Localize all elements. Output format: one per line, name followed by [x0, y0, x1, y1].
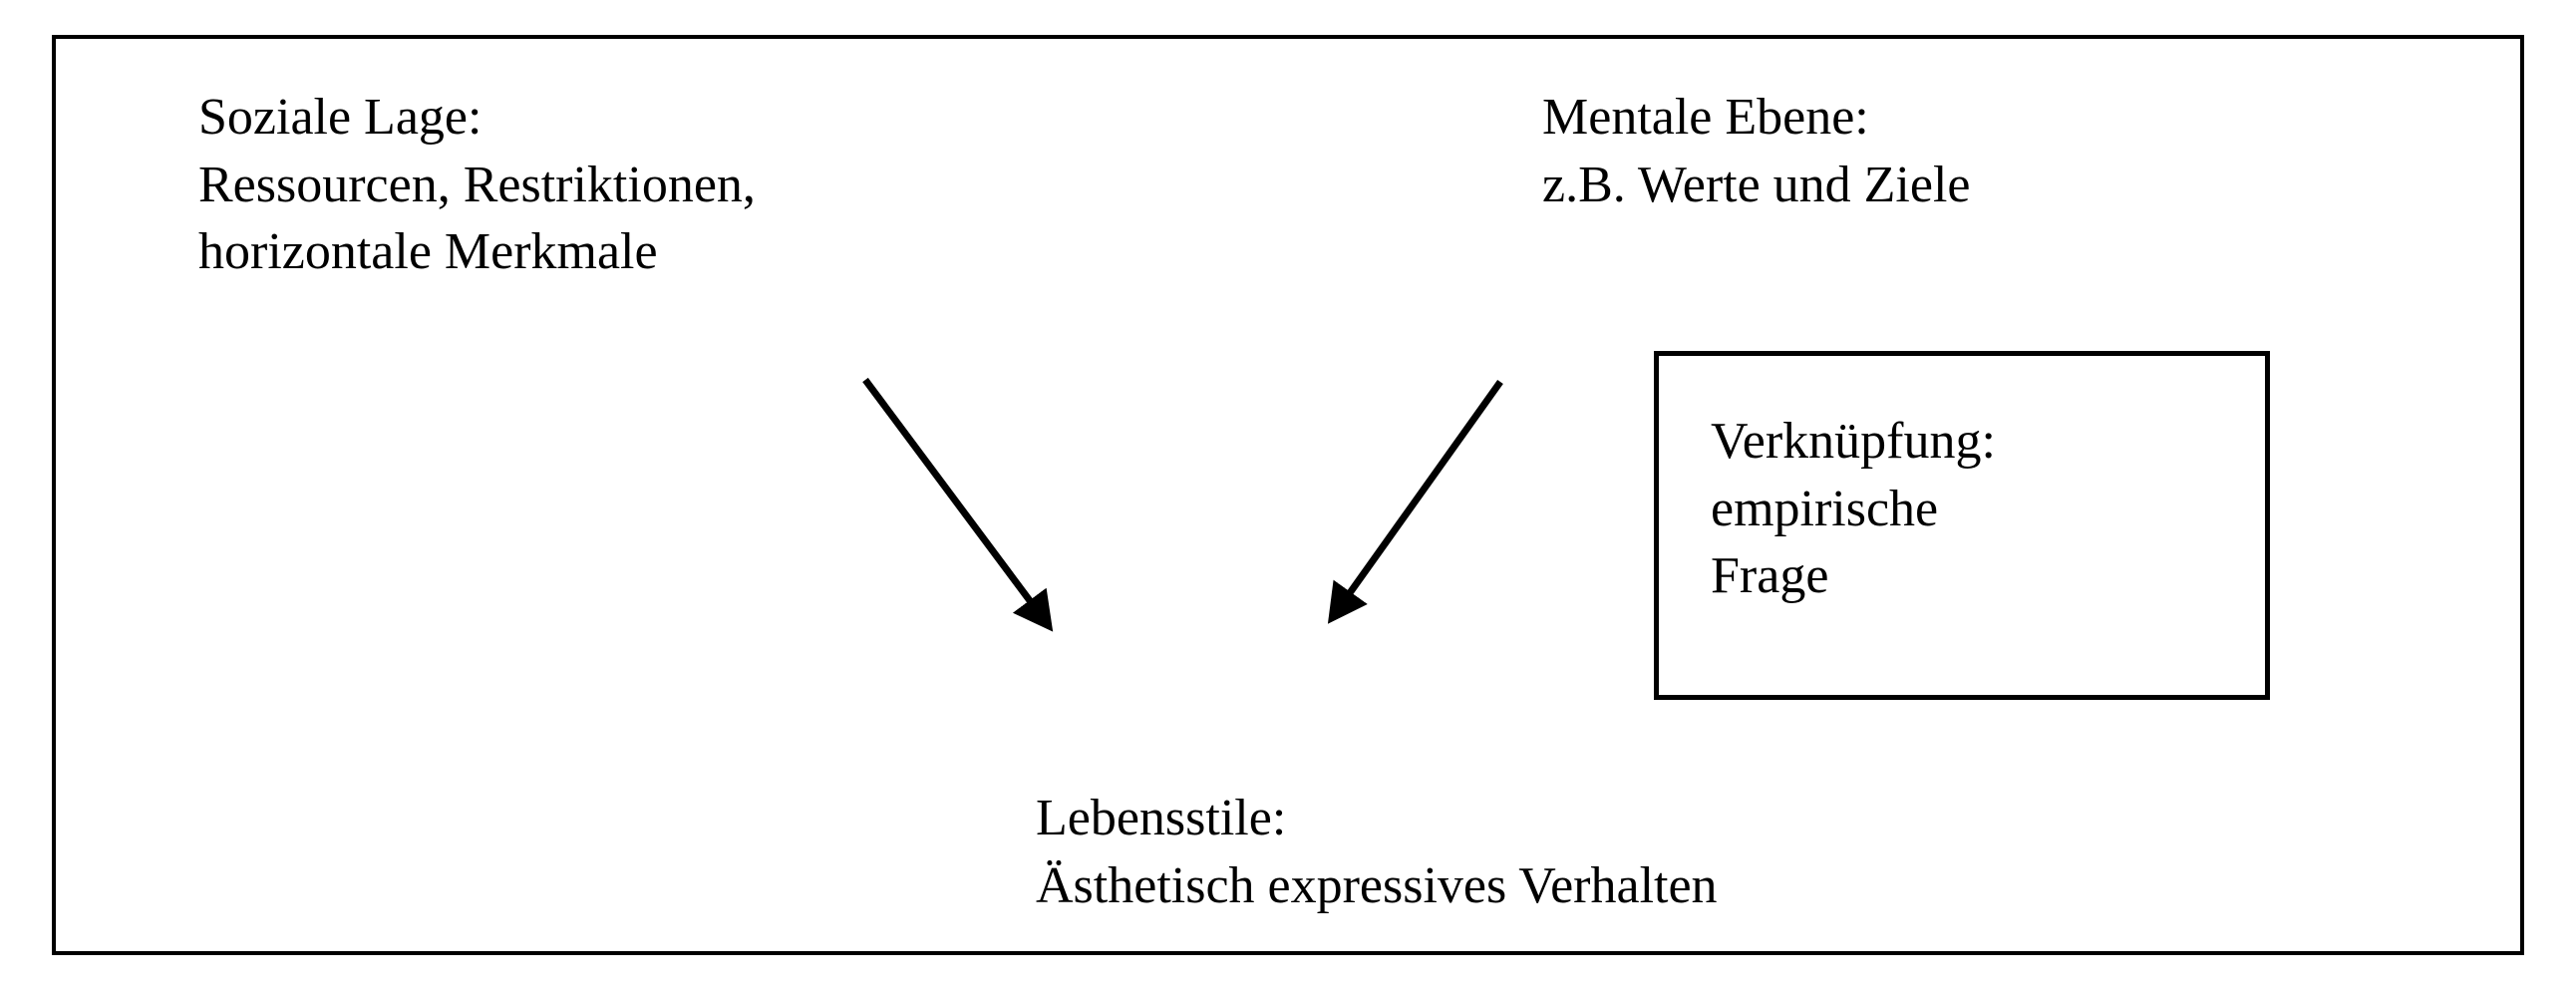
boxed-note-verknuepfung: Verknüpfung: empirische Frage [1654, 351, 2270, 700]
text-block-mentale-ebene: Mentale Ebene: z.B. Werte und Ziele [1542, 84, 1970, 218]
text-block-lebensstile: Lebensstile: Ästhetisch expressives Verh… [1036, 785, 1718, 919]
lebensstile-detail-1: Ästhetisch expressives Verhalten [1036, 856, 1718, 914]
soziale-lage-heading: Soziale Lage: [198, 89, 483, 146]
text-block-soziale-lage: Soziale Lage: Ressourcen, Restriktionen,… [198, 84, 756, 286]
soziale-lage-detail-1: Ressourcen, Restriktionen, [198, 156, 756, 213]
mentale-ebene-detail-1: z.B. Werte und Ziele [1542, 156, 1971, 213]
verknuepfung-detail-2: Frage [1711, 547, 1829, 605]
lebensstile-heading: Lebensstile: [1036, 790, 1287, 846]
mentale-ebene-heading: Mentale Ebene: [1542, 89, 1869, 146]
verknuepfung-detail-1: empirische [1711, 480, 1939, 537]
verknuepfung-text: Verknüpfung: empirische Frage [1711, 408, 1996, 610]
figure-outer-frame: Soziale Lage: Ressourcen, Restriktionen,… [52, 35, 2524, 955]
soziale-lage-detail-2: horizontale Merkmale [198, 223, 658, 281]
verknuepfung-heading: Verknüpfung: [1711, 413, 1996, 470]
